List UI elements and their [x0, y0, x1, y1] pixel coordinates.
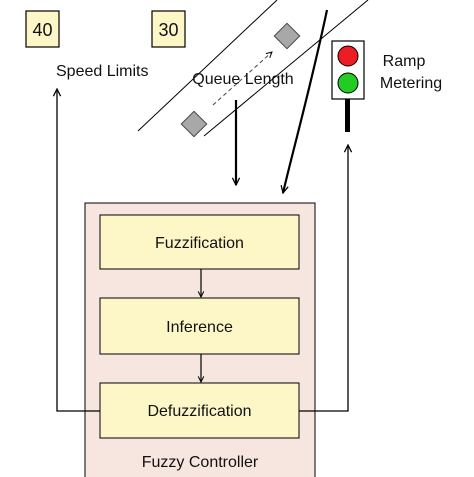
- speed-sign-40: 40: [25, 10, 60, 48]
- stage-inference-label: Inference: [166, 319, 233, 336]
- ramp-metering-label-line2: Metering: [380, 75, 442, 92]
- road-lane-line-right: [203, 0, 369, 137]
- fuzzy-controller-title: Fuzzy Controller: [142, 454, 259, 471]
- loop-detector-upstream: [273, 22, 301, 50]
- speed-limits-output-arrow: [57, 89, 100, 412]
- road-lane-line-left: [137, 0, 278, 132]
- red-light-icon: [337, 45, 359, 67]
- speed-sign-40-value: 40: [32, 20, 52, 40]
- traffic-input-arrow: [283, 9, 329, 193]
- ramp-metering-label-line1: Ramp: [383, 53, 426, 70]
- speed-limits-label: Speed Limits: [56, 63, 149, 80]
- speed-sign-30-plate: [151, 10, 186, 48]
- traffic-light: [331, 40, 365, 132]
- stage-defuzzification-box: [99, 382, 300, 439]
- speed-sign-40-plate: [25, 10, 60, 48]
- detector-link-arrow: [212, 52, 272, 106]
- traffic-light-pole: [345, 99, 350, 132]
- stage-defuzzification-label: Defuzzification: [147, 403, 251, 420]
- queue-length-label: Queue Length: [192, 71, 293, 88]
- green-light-icon: [337, 72, 359, 94]
- stage-fuzzification-label: Fuzzification: [155, 235, 244, 252]
- speed-sign-30-value: 30: [158, 20, 178, 40]
- stage-fuzzification-box: [99, 214, 300, 270]
- loop-detector-downstream: [180, 110, 208, 138]
- speed-sign-30: 30: [151, 10, 186, 48]
- stage-inference-box: [99, 297, 300, 355]
- ramp-metering-output-arrow: [299, 145, 348, 412]
